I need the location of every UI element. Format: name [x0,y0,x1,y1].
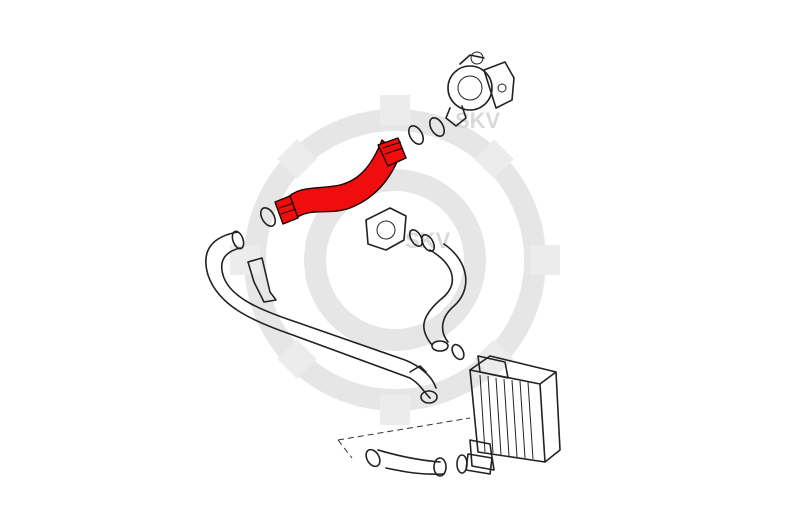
clamp-icon [259,117,446,227]
hose-icon [423,243,467,361]
turbocharger-icon [445,51,515,127]
connector-dashes [337,417,471,459]
hose-icon [365,448,493,477]
pipe-icon [205,230,438,404]
charge-air-hose-highlighted [274,137,407,225]
intercooler-icon [469,355,561,471]
